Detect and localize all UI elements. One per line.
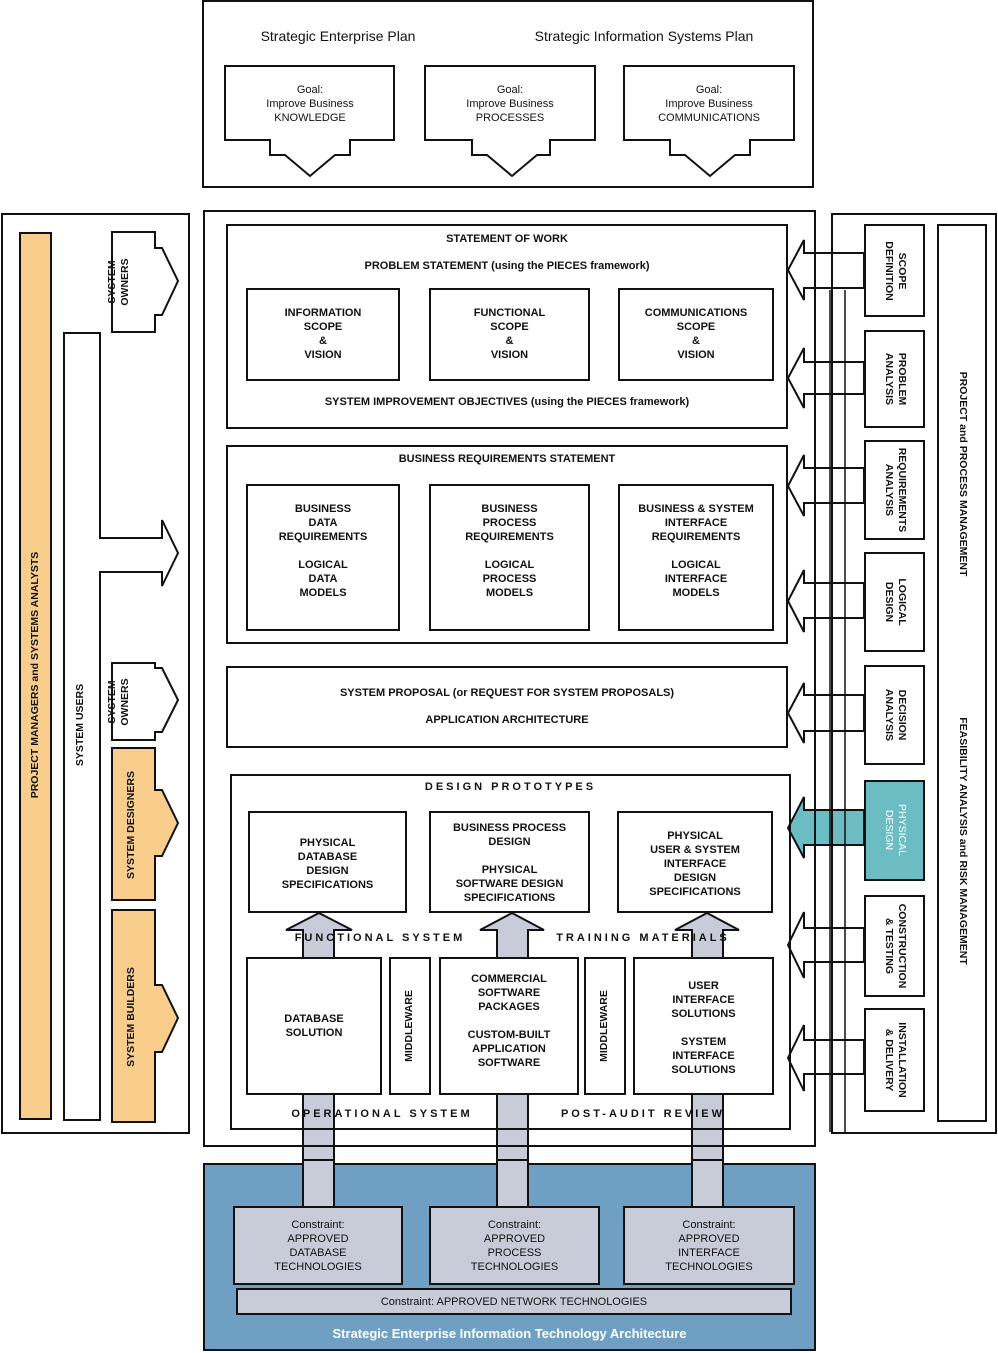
- interface-solution-text: USER INTERFACE SOLUTIONS SYSTEM INTERFAC…: [671, 980, 736, 1076]
- phase-construction-testing-label: CONSTRUCTION & TESTING: [883, 903, 908, 989]
- operational-system-label: OPERATIONAL SYSTEM: [291, 1108, 473, 1120]
- phase-construction-testing[interactable]: [864, 895, 925, 997]
- software-solution-text: COMMERCIAL SOFTWARE PACKAGES CUSTOM-BUIL…: [467, 973, 551, 1069]
- phase-logical-design-label: LOGICAL DESIGN: [883, 578, 908, 626]
- constraint-interface-text: Constraint: APPROVED INTERFACE TECHNOLOG…: [665, 1219, 753, 1273]
- system-owners-label-2: SYSTEM OWNERS: [106, 678, 131, 726]
- improvement-objectives: SYSTEM IMPROVEMENT OBJECTIVES (using the…: [324, 396, 690, 408]
- constraint-process-text: Constraint: APPROVED PROCESS TECHNOLOGIE…: [470, 1219, 559, 1273]
- system-designers-label: SYSTEM DESIGNERS: [125, 771, 137, 879]
- designers-arrow: [111, 747, 180, 901]
- interface-requirements-box: [618, 484, 774, 631]
- is-plan-label: Strategic Information Systems Plan: [534, 28, 754, 44]
- information-scope-box: [246, 288, 400, 381]
- process-requirements-box: [429, 484, 590, 631]
- owners-arrow-top: [111, 231, 180, 333]
- architecture-title: Strategic Enterprise Information Technol…: [332, 1326, 687, 1341]
- constraint-network-box: [236, 1288, 792, 1315]
- owners-arrow-bottom: [111, 662, 180, 741]
- interface-requirements-text: BUSINESS & SYSTEM INTERFACE REQUIREMENTS…: [638, 503, 754, 599]
- database-design-box: [248, 811, 407, 913]
- pm-sa-bar: [19, 232, 52, 1120]
- pm-sa-label: PROJECT MANAGERS and SYSTEMS ANALYSTS: [29, 551, 41, 799]
- business-requirements-statement: [226, 445, 788, 644]
- builders-arrow: [111, 909, 180, 1123]
- phase-decision-analysis-label: DECISION ANALYSIS: [883, 688, 908, 742]
- constraint-database-box: [233, 1206, 403, 1285]
- phase-scope-definition-label: SCOPE DEFINITION: [883, 241, 908, 301]
- data-requirements-box: [246, 484, 400, 631]
- interface-design-box: [617, 811, 773, 913]
- phase-requirements-analysis[interactable]: [864, 440, 925, 540]
- system-builders-label: SYSTEM BUILDERS: [125, 967, 137, 1067]
- statement-of-work: [226, 224, 788, 429]
- database-design-text: PHYSICAL DATABASE DESIGN SPECIFICATIONS: [281, 837, 374, 891]
- stakeholders-panel: [1, 213, 190, 1134]
- goal-processes: Goal: Improve Business PROCESSES: [466, 84, 554, 124]
- software-design-box: [429, 811, 590, 913]
- phase-installation-delivery-label: INSTALLATION & DELIVERY: [883, 1022, 908, 1098]
- goal-communications-arrow: [623, 65, 795, 178]
- functional-system-label: FUNCTIONAL SYSTEM: [294, 932, 466, 944]
- constraint-interface-box: [623, 1206, 795, 1285]
- data-requirements-text: BUSINESS DATA REQUIREMENTS LOGICAL DATA …: [278, 503, 368, 599]
- information-scope-text: INFORMATION SCOPE & VISION: [284, 307, 362, 361]
- phase-installation-delivery[interactable]: [864, 1008, 925, 1112]
- system-users-label: SYSTEM USERS: [74, 683, 86, 767]
- constraint-database-text: Constraint: APPROVED DATABASE TECHNOLOGI…: [274, 1219, 362, 1273]
- functional-scope-box: [429, 288, 590, 381]
- enterprise-plan-label: Strategic Enterprise Plan: [260, 28, 416, 44]
- database-solution-text: DATABASE SOLUTION: [284, 1013, 344, 1039]
- goal-knowledge: Goal: Improve Business KNOWLEDGE: [266, 84, 354, 124]
- post-audit-label: POST-AUDIT REVIEW: [560, 1108, 726, 1120]
- design-prototypes-title: DESIGN PROTOTYPES: [424, 781, 597, 793]
- sow-title: STATEMENT OF WORK: [446, 233, 568, 245]
- constraint-process-box: [429, 1206, 600, 1285]
- phase-problem-analysis-label: PROBLEM ANALYSIS: [883, 352, 908, 406]
- middleware-box-1: [389, 957, 431, 1095]
- goal-knowledge-arrow: [224, 65, 395, 178]
- communications-scope-text: COMMUNICATIONS SCOPE & VISION: [644, 307, 748, 361]
- problem-statement: PROBLEM STATEMENT (using the PIECES fram…: [364, 260, 650, 272]
- functional-scope-text: FUNCTIONAL SCOPE & VISION: [473, 307, 546, 361]
- constraint-network-text: Constraint: APPROVED NETWORK TECHNOLOGIE…: [380, 1296, 648, 1308]
- phase-requirements-analysis-label: REQUIREMENTS ANALYSIS: [883, 447, 908, 533]
- proposal-line-1: SYSTEM PROPOSAL (or REQUEST FOR SYSTEM P…: [339, 687, 675, 699]
- brs-title: BUSINESS REQUIREMENTS STATEMENT: [398, 453, 616, 465]
- feasibility-risk-label: FEASIBILITY ANALYSIS and RISK MANAGEMENT: [957, 717, 969, 965]
- interface-solution-box: [633, 957, 774, 1095]
- software-solution-box: [439, 957, 579, 1095]
- central-framework: [203, 210, 816, 1147]
- project-process-management-label: PROJECT and PROCESS MANAGEMENT: [957, 371, 969, 577]
- design-prototypes: [230, 774, 791, 1130]
- middleware-label-2: MIDDLEWARE: [598, 990, 610, 1062]
- training-materials-label: TRAINING MATERIALS: [556, 932, 730, 944]
- phase-scope-definition[interactable]: [864, 224, 925, 317]
- phase-physical-design-label: PHYSICAL DESIGN: [883, 804, 908, 856]
- proposal-line-2: APPLICATION ARCHITECTURE: [425, 714, 589, 726]
- middleware-label-1: MIDDLEWARE: [403, 990, 415, 1062]
- software-design-text: BUSINESS PROCESS DESIGN PHYSICAL SOFTWAR…: [452, 822, 567, 904]
- goal-communications: Goal: Improve Business COMMUNICATIONS: [658, 84, 760, 124]
- users-arrow: [63, 332, 180, 1121]
- goal-processes-arrow: [424, 65, 596, 178]
- middleware-box-2: [584, 957, 626, 1095]
- system-owners-label-1: SYSTEM OWNERS: [106, 258, 131, 306]
- phase-problem-analysis[interactable]: [864, 330, 925, 428]
- process-requirements-text: BUSINESS PROCESS REQUIREMENTS LOGICAL PR…: [465, 503, 554, 599]
- database-solution-box: [246, 957, 382, 1095]
- communications-scope-box: [618, 288, 774, 381]
- phase-decision-analysis[interactable]: [864, 665, 925, 765]
- phase-logical-design[interactable]: [864, 552, 925, 652]
- interface-design-text: PHYSICAL USER & SYSTEM INTERFACE DESIGN …: [649, 830, 741, 898]
- system-proposal: [226, 666, 788, 748]
- scope-arrow: [786, 239, 865, 301]
- phase-physical-design[interactable]: [864, 780, 925, 881]
- strategic-plans-panel: [202, 0, 814, 188]
- management-bar: [937, 224, 987, 1122]
- phases-panel: [831, 213, 997, 1134]
